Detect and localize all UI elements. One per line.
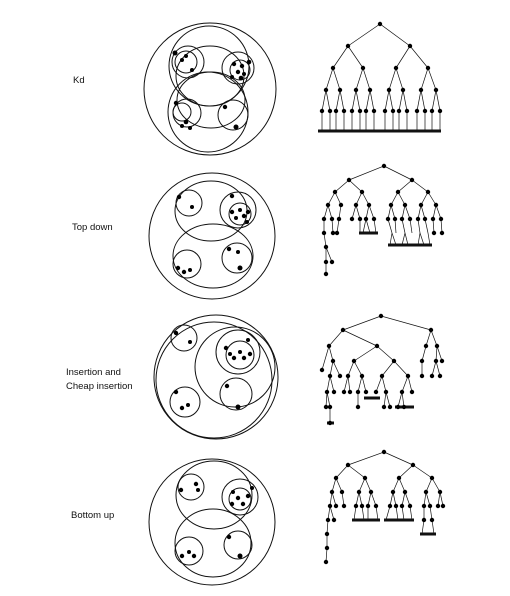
bottom-up-tree — [323, 449, 446, 565]
kd-tree — [318, 21, 443, 133]
kd-ball-diagram — [143, 22, 277, 156]
insertion-tree — [319, 313, 445, 426]
label-insertion: Insertion and Cheap insertion — [66, 367, 133, 392]
insertion-ball-diagram — [153, 314, 279, 440]
bottom-up-ball-diagram — [148, 458, 276, 586]
top-down-ball-diagram — [148, 172, 276, 300]
label-top-down: Top down — [72, 222, 113, 233]
label-bottom-up: Bottom up — [71, 510, 115, 521]
top-down-tree — [321, 163, 445, 277]
label-kd: Kd — [73, 75, 85, 86]
